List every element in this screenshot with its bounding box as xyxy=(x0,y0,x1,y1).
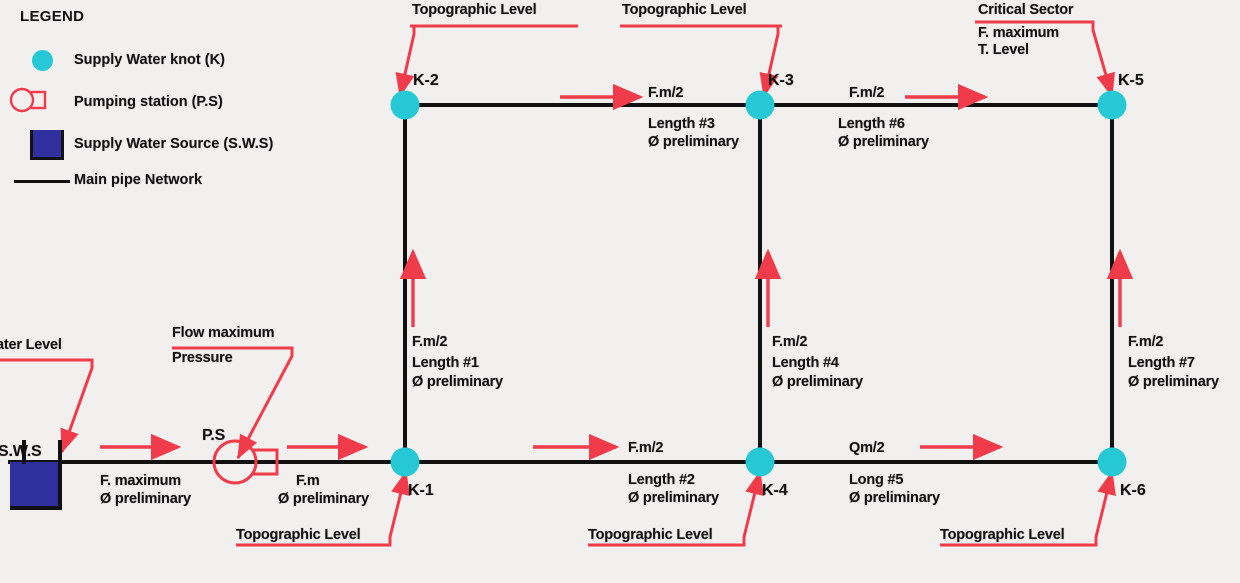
node-K-4[interactable] xyxy=(745,447,775,477)
pipe-label-K6-K5-diameter: Ø preliminary xyxy=(1128,374,1219,390)
leader-topographic-K1 xyxy=(236,470,410,547)
pipe-label-K2-K3-diameter: Ø preliminary xyxy=(648,134,739,150)
pipe-label-K4-K3-flow: F.m/2 xyxy=(772,334,808,350)
water-source-tank-icon xyxy=(30,130,64,160)
leader-topographic-K2 xyxy=(400,24,578,96)
main-pipe-line-icon xyxy=(14,180,70,183)
annotation-pressure: Pressure xyxy=(172,350,233,366)
legend-pump-circle-icon xyxy=(9,87,35,113)
legend-label-pumping-station: Pumping station (P.S) xyxy=(74,94,223,110)
pipe-label-K4-K6-length: Long #5 xyxy=(849,472,904,488)
supply-water-source-tank-left-wall xyxy=(22,440,26,464)
node-label-K-4: K-4 xyxy=(762,482,788,499)
knot-circle-icon xyxy=(32,50,53,71)
annotation-topographic-level-K4: Topographic Level xyxy=(588,527,713,543)
pipe-label-K2-K3-length: Length #3 xyxy=(648,116,715,132)
supply-water-source-tank-right-wall xyxy=(58,440,62,464)
node-K-5[interactable] xyxy=(1097,90,1127,120)
annotation-topographic-level-K6: Topographic Level xyxy=(940,527,1065,543)
annotation-critical-sector-level: T. Level xyxy=(978,42,1029,58)
pipe-label-K1-K2-length: Length #1 xyxy=(412,355,479,371)
annotation-topographic-level-K2: Topographic Level xyxy=(412,2,537,18)
pipe-label-K3-K5-flow: F.m/2 xyxy=(849,85,885,101)
legend-title: LEGEND xyxy=(20,8,85,25)
node-K-2[interactable] xyxy=(390,90,420,120)
annotation-critical-sector-flow: F. maximum xyxy=(978,25,1059,41)
pipe-label-K1-K4-length: Length #2 xyxy=(628,472,695,488)
node-K-6[interactable] xyxy=(1097,447,1127,477)
legend-label-main-pipe: Main pipe Network xyxy=(74,172,203,188)
pipe-label-K6-K5-length: Length #7 xyxy=(1128,355,1195,371)
leader-topographic-K4 xyxy=(588,470,764,547)
annotation-topographic-level-K1: Topographic Level xyxy=(236,527,361,543)
pump-circle-icon xyxy=(212,439,258,485)
pumping-station-symbol xyxy=(212,439,279,485)
leader-water-level-source xyxy=(0,358,94,454)
pipe-label-K1-K2-diameter: Ø preliminary xyxy=(412,374,503,390)
pipe-label-pump-to-K1-flow: F.m xyxy=(296,473,320,489)
supply-water-source-tank xyxy=(10,462,62,510)
annotation-topographic-level-K3: Topographic Level xyxy=(622,2,747,18)
pipe-label-K1-K4-flow: F.m/2 xyxy=(628,440,664,456)
legend-pump-glyph xyxy=(9,87,47,113)
annotation-water-level: ater Level xyxy=(0,337,62,353)
pump-label-ps: P.S xyxy=(202,427,226,444)
pipe-label-K2-K3-flow: F.m/2 xyxy=(648,85,684,101)
legend-pump-outlet-icon xyxy=(31,90,47,110)
pipe-label-K3-K5-length: Length #6 xyxy=(838,116,905,132)
pipe-label-pump-to-K1-diameter: Ø preliminary xyxy=(278,491,369,507)
node-K-3[interactable] xyxy=(745,90,775,120)
node-label-K-5: K-5 xyxy=(1118,72,1144,89)
pipe-label-K3-K5-diameter: Ø preliminary xyxy=(838,134,929,150)
annotation-flow-maximum: Flow maximum xyxy=(172,325,275,341)
leader-topographic-K3 xyxy=(620,24,782,96)
pipe-label-K6-K5-flow: F.m/2 xyxy=(1128,334,1164,350)
annotation-leaders xyxy=(0,20,1116,547)
flow-direction-arrows xyxy=(100,83,1134,461)
legend-panel: LEGEND Supply Water knot (K) Pumping sta… xyxy=(8,4,308,194)
source-label-sws: S.W.S xyxy=(0,443,42,460)
pipe-label-K4-K6-flow: Qm/2 xyxy=(849,440,885,456)
node-label-K-1: K-1 xyxy=(408,482,434,499)
node-label-K-6: K-6 xyxy=(1120,482,1146,499)
pump-outlet-icon xyxy=(252,448,279,476)
pipe-label-K1-K4-diameter: Ø preliminary xyxy=(628,490,719,506)
pipe-label-K4-K6-diameter: Ø preliminary xyxy=(849,490,940,506)
legend-label-water-source: Supply Water Source (S.W.S) xyxy=(74,136,274,152)
pipe-label-K1-K2-flow: F.m/2 xyxy=(412,334,448,350)
node-K-1[interactable] xyxy=(390,447,420,477)
pipe-label-source-to-pump-flow: F. maximum xyxy=(100,473,181,489)
annotation-critical-sector-title: Critical Sector xyxy=(978,2,1074,18)
leader-critical-sector-K5 xyxy=(975,20,1116,98)
node-label-K-2: K-2 xyxy=(413,72,439,89)
leader-flow-pressure-pump xyxy=(172,346,294,460)
pipe-label-K4-K3-length: Length #4 xyxy=(772,355,839,371)
leader-topographic-K6 xyxy=(940,470,1116,547)
pipe-label-K4-K3-diameter: Ø preliminary xyxy=(772,374,863,390)
legend-label-supply-water-knot: Supply Water knot (K) xyxy=(74,52,225,68)
main-pipe-network xyxy=(8,103,1114,464)
node-label-K-3: K-3 xyxy=(768,72,794,89)
pipe-label-source-to-pump-diameter: Ø preliminary xyxy=(100,491,191,507)
